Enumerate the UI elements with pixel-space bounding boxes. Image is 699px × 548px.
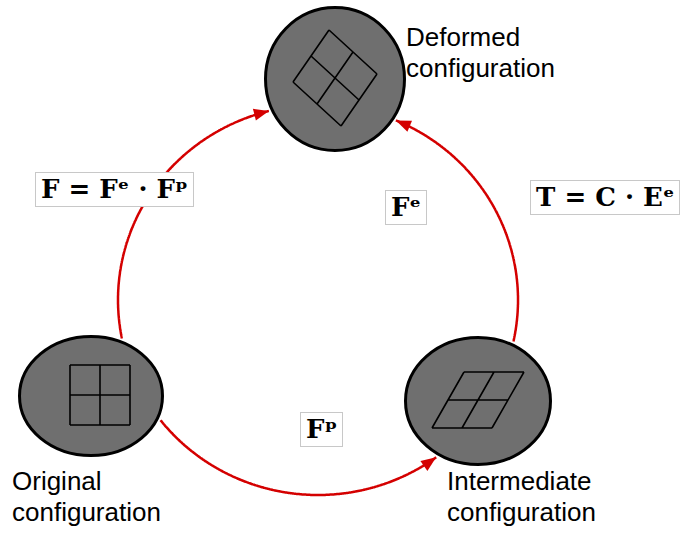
configuration-blob: Deformed configuration xyxy=(264,6,406,152)
material-grid xyxy=(432,372,524,428)
blob-shape xyxy=(406,338,551,465)
configuration-label: Intermediate configuration xyxy=(447,466,622,528)
configuration-label: Original configuration xyxy=(12,466,187,528)
material-grid xyxy=(293,30,377,126)
blob-outline xyxy=(18,335,164,457)
blob-outline xyxy=(404,336,552,466)
configuration-blob: Intermediate configuration xyxy=(404,336,552,466)
edge-label: Fᵉ xyxy=(385,190,427,225)
equation-label: T = C · Eᵉ xyxy=(530,180,680,215)
blob-outline xyxy=(264,6,406,152)
edge-label: Fᵖ xyxy=(300,412,343,447)
configuration-blob: Original configuration xyxy=(18,335,164,457)
arrow-head xyxy=(396,120,412,131)
transform-arrow xyxy=(396,120,518,341)
arrow-line xyxy=(396,120,518,341)
blob-shape xyxy=(20,337,163,456)
transform-arrow xyxy=(118,109,269,339)
material-grid xyxy=(70,365,130,425)
transform-arrow xyxy=(161,420,437,495)
arrow-head xyxy=(420,457,436,471)
arrow-line xyxy=(161,420,437,495)
arrow-line xyxy=(118,111,269,339)
configuration-label: Deformed configuration xyxy=(406,22,581,84)
blob-shape xyxy=(266,8,405,151)
edge-label: F = Fᵉ · Fᵖ xyxy=(35,172,194,207)
arrow-head xyxy=(253,109,269,121)
